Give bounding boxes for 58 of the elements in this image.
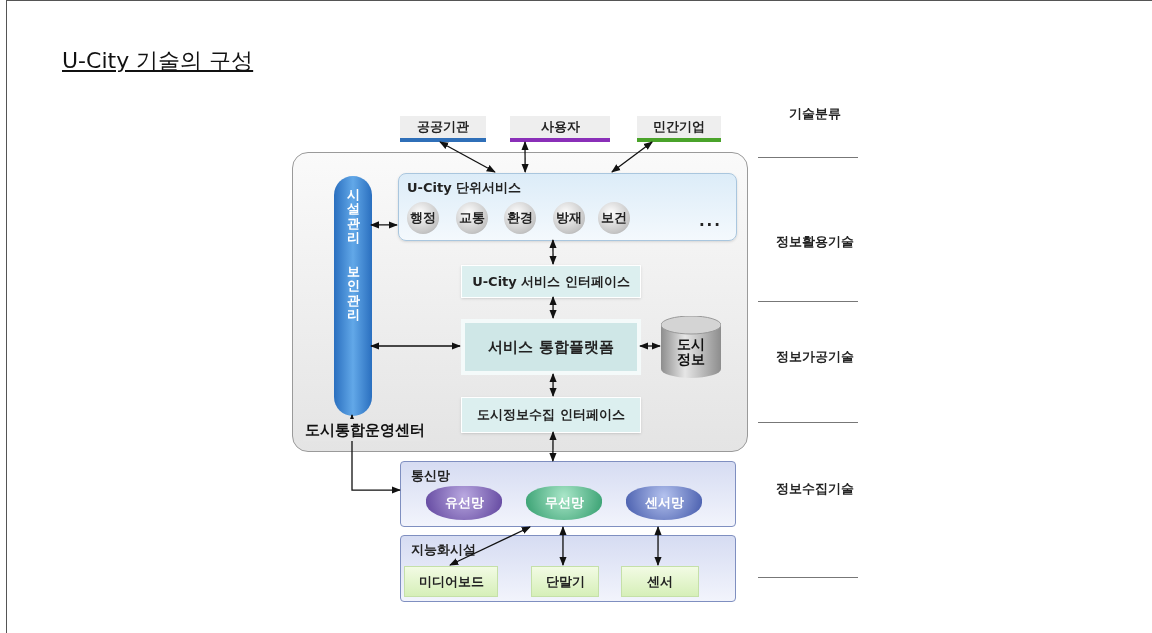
process-box	[461, 319, 641, 375]
process-box	[531, 566, 599, 597]
panel-heading: 지능화시설	[411, 541, 476, 559]
node-label: 방재	[556, 209, 582, 228]
node-label: 보건	[601, 209, 627, 228]
connector-arrow	[348, 414, 401, 494]
process-box	[621, 566, 699, 597]
connector-arrow	[449, 526, 531, 566]
database-cylinder	[661, 316, 721, 378]
management-pillar	[334, 176, 372, 416]
connector-arrow	[611, 141, 653, 173]
connector-arrow	[559, 526, 567, 566]
connector-arrow	[549, 296, 557, 319]
connector-arrow	[549, 239, 557, 265]
node-label: 도시정보수집 인터페이스	[477, 406, 625, 425]
ellipsis-text: ...	[698, 211, 722, 232]
node-label: 센서망	[644, 494, 684, 513]
stakeholder-tab	[510, 116, 610, 142]
node-label: 시설관리	[346, 188, 360, 246]
facility-band	[400, 535, 736, 602]
process-box	[404, 566, 498, 597]
node-label: 단말기	[545, 572, 585, 591]
stakeholder-tab	[637, 116, 721, 142]
panel-heading: 통신망	[411, 467, 450, 485]
node-label: 도시 정보	[676, 336, 706, 368]
connector-arrow	[370, 342, 461, 350]
category-label: 정보가공기술	[775, 348, 855, 366]
diagram-title: U-City 기술의 구성	[62, 47, 254, 75]
center-panel	[292, 152, 748, 452]
category-label: 정보수집기술	[775, 480, 855, 498]
node-label: 환경	[507, 209, 533, 228]
node-label: 유선망	[444, 494, 484, 513]
connector-arrow	[439, 141, 496, 173]
service-panel	[398, 173, 737, 241]
node-label: 교통	[459, 209, 485, 228]
node-label: 보인관리	[346, 265, 360, 323]
connector-arrow	[521, 141, 529, 173]
panel-heading: U-City 단위서비스	[407, 179, 522, 197]
node-label: 미디어보드	[418, 572, 484, 591]
process-box	[461, 265, 641, 298]
node-label: 센서	[647, 572, 673, 591]
node-label: 행정	[410, 209, 436, 228]
node-label: U-City 서비스 인터페이스	[472, 272, 630, 291]
network-band	[400, 461, 736, 527]
stakeholder-tab	[400, 116, 486, 142]
connector-arrow	[549, 373, 557, 397]
connector-arrow	[370, 221, 398, 229]
category-label: 정보활용기술	[775, 233, 855, 251]
connector-arrow	[639, 342, 661, 350]
node-label: 서비스 통합플랫폼	[488, 336, 614, 358]
connector-arrow	[549, 431, 557, 462]
node-label: 민간기업	[653, 118, 705, 137]
connector-arrow	[654, 526, 662, 566]
category-label: 기술분류	[788, 105, 842, 123]
node-label: 공공기관	[417, 118, 469, 137]
node-label: 사용자	[540, 118, 580, 137]
node-label: 무선망	[544, 494, 584, 513]
process-box	[461, 397, 641, 433]
